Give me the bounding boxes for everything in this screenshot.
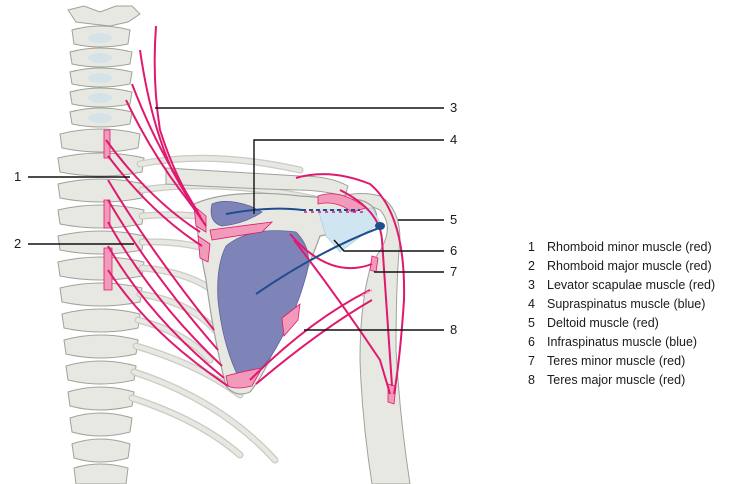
legend-text: Teres minor muscle (red) [547,354,686,368]
deltoid-lines [295,173,406,395]
legend-item: 3 Levator scapulae muscle (red) [528,276,715,295]
teres-major-lines [249,289,373,385]
infraspinatus-insertion [375,222,385,230]
acromion-area [317,207,381,253]
vertebral-column [57,5,145,484]
rhomboid-minor-lines [105,139,203,247]
supraspinatus-area [210,201,263,227]
legend-text: Rhomboid major muscle (red) [547,259,712,273]
legend-text: Infraspinatus muscle (blue) [547,335,698,349]
legend-text: Deltoid muscle (red) [547,316,659,330]
callout-4: 4 [450,132,458,147]
teres-major-dash [361,289,373,297]
legend-item: 7 Teres minor muscle (red) [528,352,715,371]
spinous-processes [88,33,112,123]
legend-number: 4 [528,297,535,311]
legend-text: Supraspinatus muscle (blue) [547,297,706,311]
leader-lines [28,107,444,331]
humerus [317,193,411,484]
legend-item: 8 Teres major muscle (red) [528,371,715,390]
levator-scapulae-lines [125,25,207,227]
legend-text: Levator scapulae muscle (red) [547,278,716,292]
infraspinatus-line [255,225,385,295]
legend-number: 3 [528,278,535,292]
legend-item: 6 Infraspinatus muscle (blue) [528,333,715,352]
legend: 1 Rhomboid minor muscle (red) 2 Rhomboid m… [528,238,715,390]
callout-8: 8 [450,322,458,337]
leader-line-4 [253,139,444,214]
leader-line-6 [333,239,444,252]
legend-item: 2 Rhomboid major muscle (red) [528,257,715,276]
callout-6: 6 [450,243,458,258]
legend-item: 1 Rhomboid minor muscle (red) [528,238,715,257]
legend-text: Teres major muscle (red) [547,373,686,387]
infraspinatus-area [217,230,309,376]
legend-number: 5 [528,316,535,330]
legend-number: 6 [528,335,535,349]
callout-2: 2 [14,236,22,251]
callout-7: 7 [450,264,458,279]
legend-number: 2 [528,259,535,273]
legend-text: Rhomboid minor muscle (red) [547,240,712,254]
rhomboid-major-lines [107,179,229,387]
legend-number: 7 [528,354,535,368]
callout-1: 1 [14,169,22,184]
callout-3: 3 [450,100,458,115]
legend-item: 5 Deltoid muscle (red) [528,314,715,333]
legend-number: 8 [528,373,535,387]
supraspinatus-line [225,207,303,215]
callout-5: 5 [450,212,458,227]
legend-item: 4 Supraspinatus muscle (blue) [528,295,715,314]
teres-minor-lines [289,233,391,395]
legend-number: 1 [528,240,535,254]
